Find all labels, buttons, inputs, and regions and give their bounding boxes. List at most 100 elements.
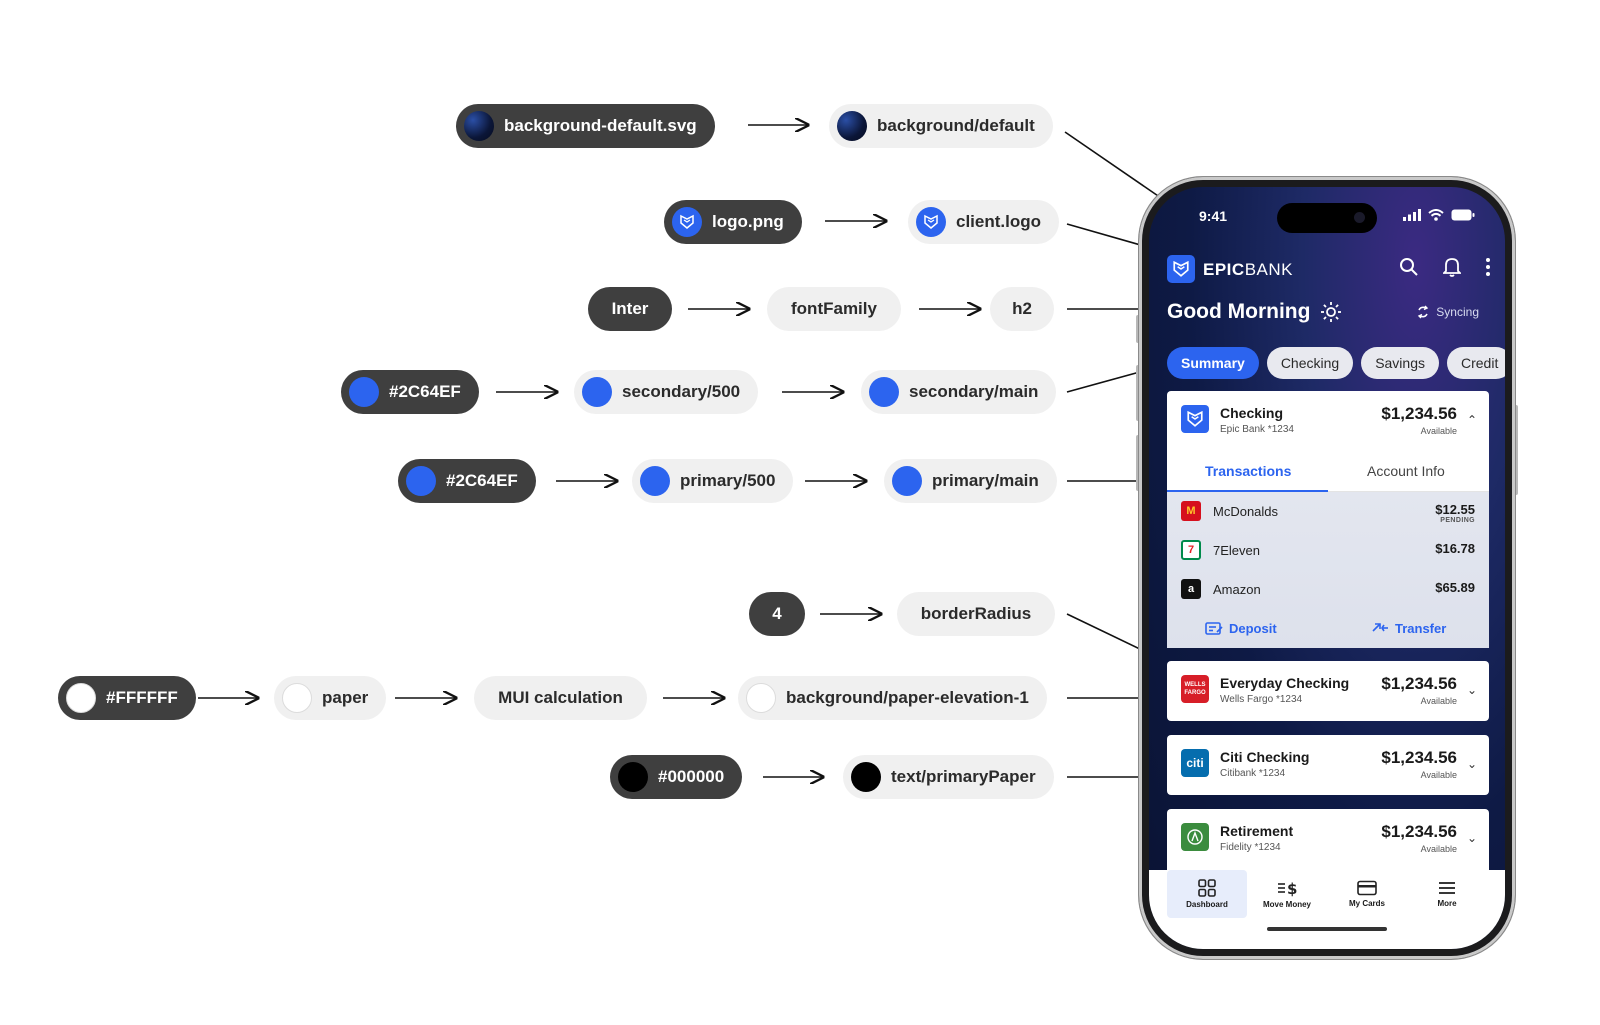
token-paper-elevation: background/paper-elevation-1 bbox=[738, 676, 1047, 720]
dynamic-island bbox=[1277, 203, 1377, 233]
7eleven-logo-icon: 7 bbox=[1181, 540, 1201, 560]
app-header: EPICBANK bbox=[1167, 255, 1491, 287]
amazon-logo-icon: a bbox=[1181, 579, 1201, 599]
battery-icon bbox=[1451, 209, 1475, 221]
transfer-icon bbox=[1372, 623, 1388, 632]
greeting: Good Morning bbox=[1167, 300, 1342, 324]
color-swatch bbox=[892, 466, 922, 496]
wells-fargo-logo-icon: WELLS FARGO bbox=[1181, 675, 1209, 703]
sync-icon bbox=[1418, 305, 1429, 319]
token-primary-500: primary/500 bbox=[632, 459, 794, 503]
color-swatch bbox=[618, 762, 648, 792]
account-card-wells-fargo[interactable]: WELLS FARGO Everyday Checking Wells Farg… bbox=[1167, 661, 1489, 721]
transaction-row[interactable]: a Amazon $65.89 bbox=[1167, 570, 1489, 609]
color-swatch bbox=[851, 762, 881, 792]
sync-status: Syncing bbox=[1416, 305, 1479, 319]
color-swatch bbox=[406, 466, 436, 496]
mcdonalds-logo-icon: M bbox=[1181, 501, 1201, 521]
chevron-down-icon[interactable]: ⌄ bbox=[1466, 757, 1477, 771]
subtab-transactions[interactable]: Transactions bbox=[1205, 463, 1292, 479]
tab-credit[interactable]: Credit bbox=[1447, 347, 1505, 379]
menu-icon bbox=[1439, 882, 1455, 894]
token-text-primarypaper: text/primaryPaper bbox=[843, 755, 1054, 799]
token-hex-white: #FFFFFF bbox=[58, 676, 196, 720]
tab-savings[interactable]: Savings bbox=[1361, 347, 1439, 379]
account-card-citi[interactable]: citi Citi Checking Citibank *1234 $1,234… bbox=[1167, 735, 1489, 795]
nav-more[interactable]: More bbox=[1407, 870, 1487, 918]
phone-volume-up bbox=[1136, 365, 1140, 421]
phone-power-button bbox=[1514, 405, 1518, 495]
search-icon[interactable] bbox=[1399, 257, 1419, 277]
background-swatch bbox=[837, 111, 867, 141]
token-inter: Inter bbox=[588, 287, 672, 331]
tab-checking[interactable]: Checking bbox=[1266, 347, 1354, 379]
move-money-icon: $ bbox=[1278, 880, 1297, 897]
token-radius-value: 4 bbox=[749, 592, 805, 636]
account-subtitle: Epic Bank *1234 bbox=[1220, 424, 1294, 435]
epicbank-logo-icon[interactable] bbox=[1167, 255, 1195, 283]
color-swatch bbox=[746, 683, 776, 713]
color-swatch bbox=[582, 377, 612, 407]
pending-badge: PENDING bbox=[1440, 517, 1475, 524]
shield-logo-icon bbox=[916, 207, 946, 237]
color-swatch bbox=[282, 683, 312, 713]
sun-icon bbox=[1321, 302, 1342, 322]
fidelity-logo-icon bbox=[1181, 823, 1209, 851]
transaction-row[interactable]: M McDonalds $12.55 PENDING bbox=[1167, 492, 1489, 531]
chevron-down-icon[interactable]: ⌄ bbox=[1466, 831, 1477, 845]
account-card-header[interactable]: Checking Epic Bank *1234 $1,234.56 Avail… bbox=[1167, 391, 1489, 451]
wifi-icon bbox=[1428, 209, 1444, 221]
deposit-button[interactable]: Deposit bbox=[1205, 620, 1277, 636]
status-bar: 9:41 bbox=[1149, 203, 1505, 233]
brand-name: EPICBANK bbox=[1203, 260, 1293, 279]
account-name: Checking bbox=[1220, 405, 1284, 421]
tab-summary[interactable]: Summary bbox=[1167, 347, 1259, 379]
token-secondary-main: secondary/main bbox=[861, 370, 1057, 414]
nav-my-cards[interactable]: My Cards bbox=[1327, 870, 1407, 918]
subtab-indicator bbox=[1167, 490, 1328, 492]
token-hex-secondary: #2C64EF bbox=[341, 370, 479, 414]
nav-dashboard[interactable]: Dashboard bbox=[1167, 870, 1247, 918]
account-card-checking: Checking Epic Bank *1234 $1,234.56 Avail… bbox=[1167, 391, 1489, 648]
svg-text:$: $ bbox=[1287, 880, 1297, 897]
account-available: Available bbox=[1420, 426, 1457, 436]
transaction-list: M McDonalds $12.55 PENDING 7 7Eleven $16… bbox=[1167, 492, 1489, 648]
token-primary-main: primary/main bbox=[884, 459, 1057, 503]
dashboard-icon bbox=[1198, 879, 1216, 897]
phone-mockup: 9:41 EPICBANK Good Morning bbox=[1139, 177, 1515, 959]
token-paper: paper bbox=[274, 676, 387, 720]
account-balance: $1,234.56 bbox=[1381, 404, 1457, 423]
transfer-button[interactable]: Transfer bbox=[1371, 620, 1446, 636]
color-swatch bbox=[869, 377, 899, 407]
home-indicator bbox=[1267, 927, 1387, 931]
token-background-default: background/default bbox=[829, 104, 1053, 148]
account-subtabs: Transactions Account Info bbox=[1167, 451, 1489, 492]
shield-logo-icon bbox=[672, 207, 702, 237]
token-mui-calculation: MUI calculation bbox=[474, 676, 647, 720]
token-h2: h2 bbox=[990, 287, 1054, 331]
signal-icon bbox=[1403, 209, 1421, 221]
color-swatch bbox=[66, 683, 96, 713]
bell-icon[interactable] bbox=[1443, 257, 1461, 277]
phone-screen: 9:41 EPICBANK Good Morning bbox=[1149, 187, 1505, 949]
nav-move-money[interactable]: $ Move Money bbox=[1262, 880, 1311, 909]
token-background-svg: background-default.svg bbox=[456, 104, 715, 148]
more-vertical-icon[interactable] bbox=[1485, 257, 1491, 277]
subtab-account-info[interactable]: Account Info bbox=[1367, 463, 1445, 479]
card-icon bbox=[1357, 880, 1377, 896]
chevron-down-icon[interactable]: ⌄ bbox=[1466, 683, 1477, 697]
token-hex-primary: #2C64EF bbox=[398, 459, 536, 503]
phone-volume-down bbox=[1136, 435, 1140, 491]
token-secondary-500: secondary/500 bbox=[574, 370, 759, 414]
token-client-logo: client.logo bbox=[908, 200, 1059, 244]
transaction-row[interactable]: 7 7Eleven $16.78 bbox=[1167, 531, 1489, 570]
background-swatch bbox=[464, 111, 494, 141]
bottom-navigation: Dashboard $ Move Money My Cards More bbox=[1149, 870, 1505, 949]
epicbank-logo-icon bbox=[1181, 405, 1209, 433]
chevron-up-icon[interactable]: ⌃ bbox=[1466, 413, 1477, 427]
color-swatch bbox=[349, 377, 379, 407]
transaction-actions: Deposit Transfer bbox=[1167, 609, 1489, 648]
account-card-fidelity[interactable]: Retirement Fidelity *1234 $1,234.56 Avai… bbox=[1167, 809, 1489, 879]
color-swatch bbox=[640, 466, 670, 496]
token-borderradius: borderRadius bbox=[897, 592, 1055, 636]
